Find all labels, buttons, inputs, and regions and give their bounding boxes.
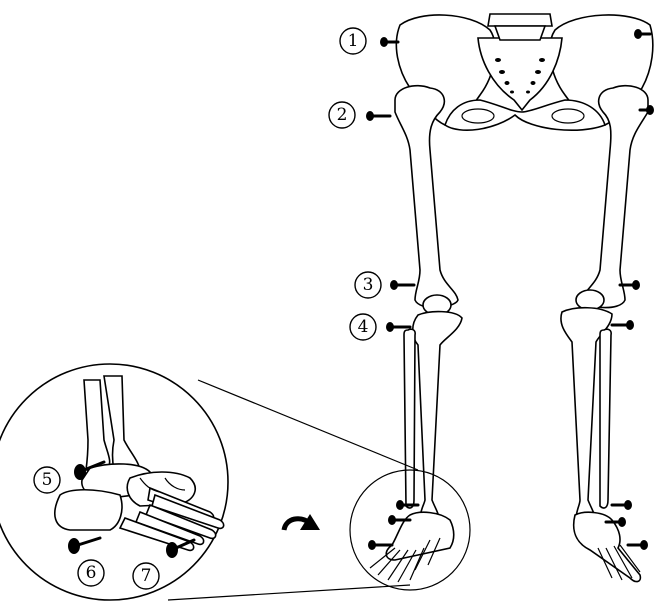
rotate-arrow-icon — [284, 514, 320, 530]
right-patella — [576, 290, 604, 310]
marker-2-left — [366, 111, 390, 121]
left-leg — [370, 86, 462, 582]
marker-ankle-right — [612, 500, 632, 510]
callout-1-label: 1 — [348, 31, 359, 51]
callout-3-label: 3 — [363, 275, 374, 295]
left-fibula — [404, 329, 415, 508]
marker-1-left — [380, 37, 398, 47]
callout-1: 1 — [340, 28, 366, 54]
callout-7: 7 — [133, 563, 159, 589]
marker-toe-right — [628, 540, 648, 550]
callout-7-label: 7 — [141, 566, 152, 586]
callout-4: 4 — [350, 314, 376, 340]
left-tibia — [413, 312, 462, 520]
callout-6-label: 6 — [86, 563, 97, 583]
callout-5-label: 5 — [42, 470, 53, 490]
callout-6: 6 — [78, 560, 104, 586]
marker-4-right — [612, 320, 634, 330]
left-foot — [370, 512, 454, 582]
callout-2: 2 — [329, 102, 355, 128]
callout-4-label: 4 — [358, 317, 369, 337]
callout-3: 3 — [355, 272, 381, 298]
right-fibula — [600, 329, 611, 508]
callout-2-label: 2 — [337, 105, 348, 125]
callout-5: 5 — [34, 467, 60, 493]
right-leg — [561, 86, 648, 582]
marker-3-left — [390, 280, 414, 290]
